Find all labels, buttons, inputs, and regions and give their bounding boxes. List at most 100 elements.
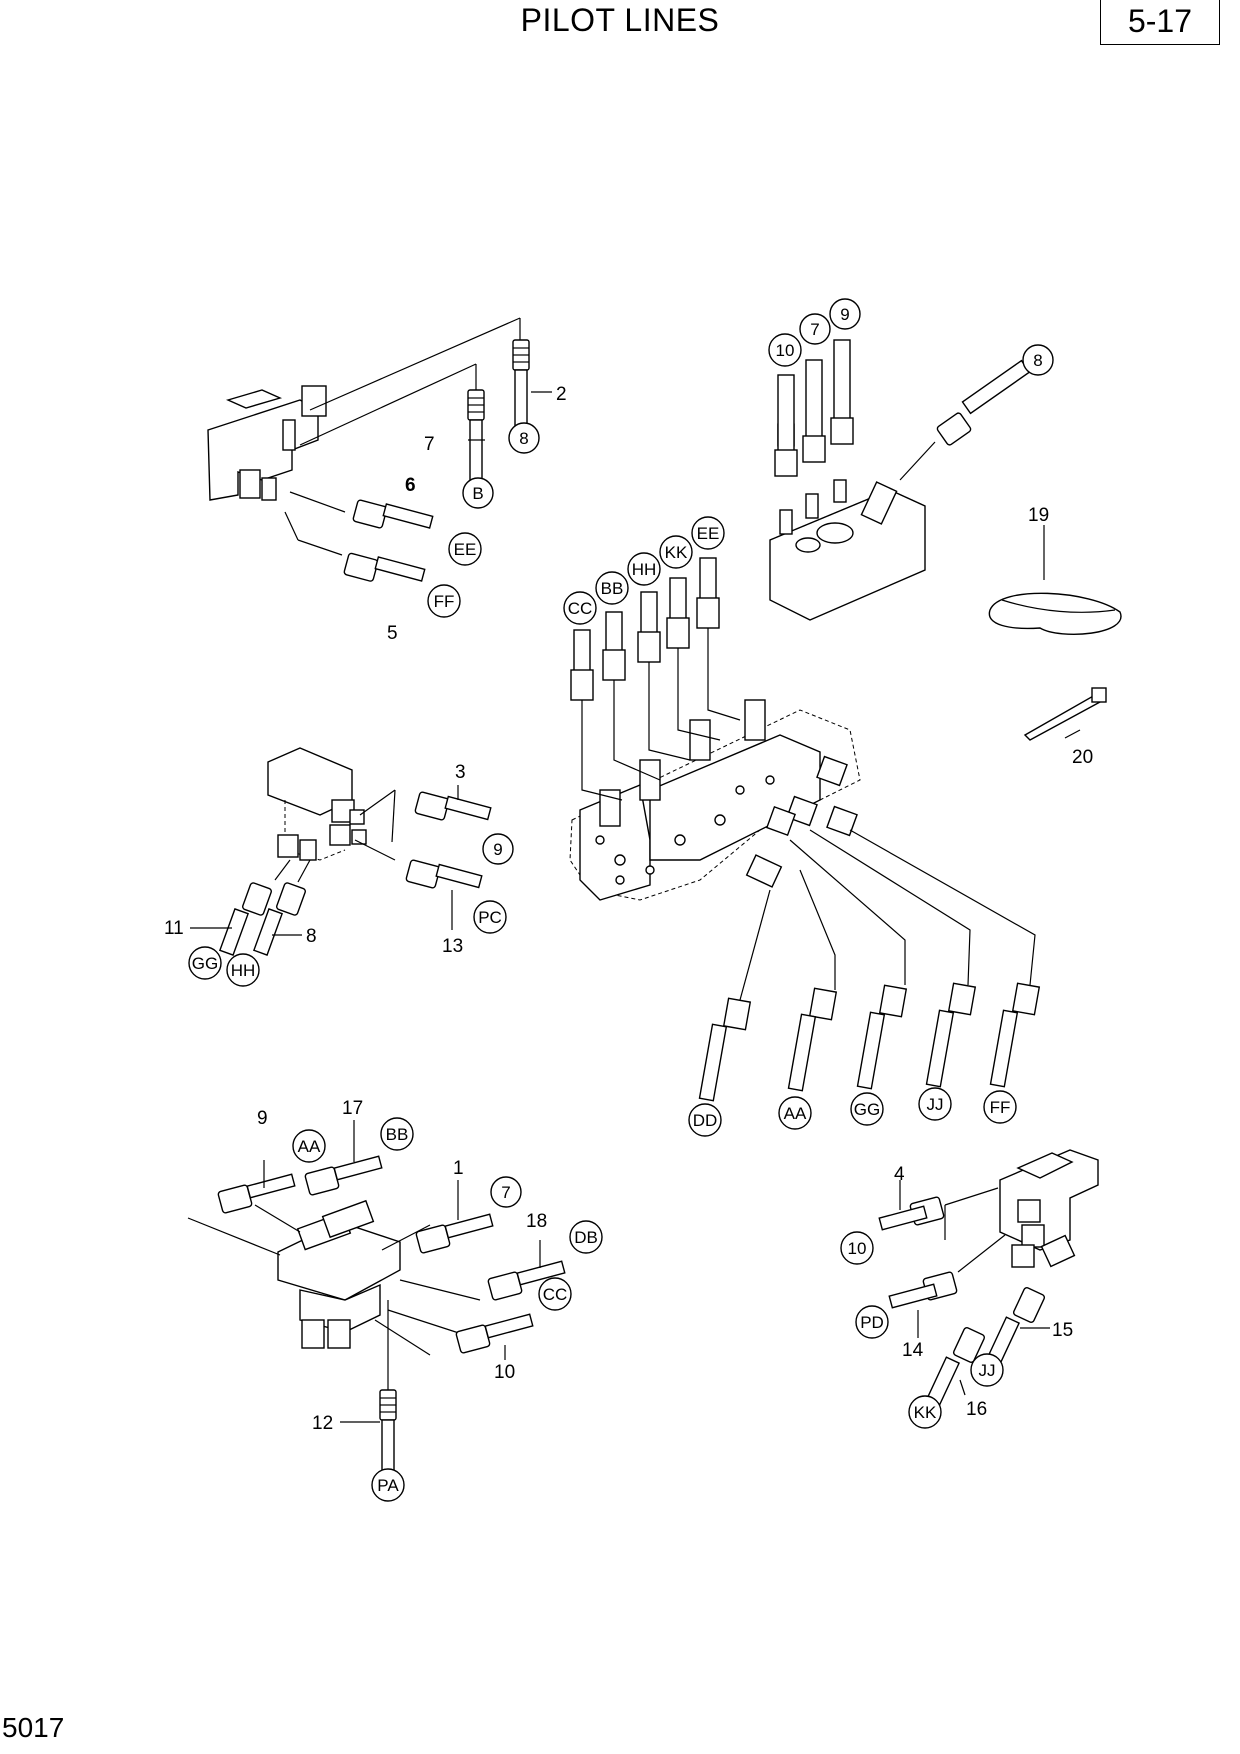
circle-7-upper-right: 7 — [799, 313, 831, 345]
callout-7-upper-left: 7 — [424, 434, 435, 455]
svg-text:CC: CC — [568, 599, 593, 618]
upper-right-valve-block — [769, 479, 926, 621]
circle-pa: PA — [371, 1468, 405, 1502]
svg-text:GG: GG — [854, 1100, 880, 1119]
lower-left-valve-assembly — [187, 1199, 481, 1390]
callout-9-lower: 9 — [257, 1108, 268, 1129]
circle-bb-upper: BB — [595, 571, 629, 605]
pilot-hose-8-left — [253, 882, 306, 956]
circle-ee-upper-left: EE — [448, 532, 482, 566]
svg-text:9: 9 — [840, 305, 849, 324]
circle-10-lower-right: 10 — [840, 1231, 874, 1265]
svg-text:HH: HH — [231, 961, 256, 980]
circle-8-upper-right: 8 — [1022, 344, 1054, 376]
callout-5: 5 — [387, 623, 398, 644]
svg-text:PA: PA — [377, 1476, 399, 1495]
svg-text:AA: AA — [298, 1137, 321, 1156]
pilot-hose-13 — [405, 859, 483, 889]
svg-text:10: 10 — [848, 1239, 867, 1258]
callout-11: 11 — [164, 918, 184, 939]
center-lower-hoses — [698, 829, 1041, 1102]
circle-db: DB — [569, 1220, 603, 1254]
svg-text:CC: CC — [543, 1285, 568, 1304]
pilot-hose-4 — [878, 1196, 945, 1231]
callout-17: 17 — [342, 1098, 363, 1119]
svg-text:7: 7 — [501, 1183, 510, 1202]
main-control-valve — [569, 699, 861, 901]
circle-ff-upper-left: FF — [427, 584, 461, 618]
svg-text:DB: DB — [574, 1228, 598, 1247]
pilot-hose-10-lower — [455, 1313, 534, 1354]
svg-text:PC: PC — [478, 908, 502, 927]
circle-hh-left: HH — [226, 953, 260, 987]
callout-1: 1 — [453, 1158, 464, 1179]
circle-9-upper-right: 9 — [829, 298, 861, 330]
callout-19: 19 — [1028, 505, 1049, 526]
page-reference-box: 5-17 — [1100, 0, 1220, 45]
pilot-hose-15 — [986, 1287, 1046, 1366]
pilot-hose-17 — [304, 1155, 383, 1196]
circle-gg-left: GG — [188, 946, 222, 980]
svg-text:KK: KK — [914, 1403, 937, 1422]
svg-text:EE: EE — [697, 524, 720, 543]
circle-ff-center: FF — [983, 1090, 1017, 1124]
pilot-hose-6 — [352, 499, 434, 529]
svg-text:10: 10 — [776, 341, 795, 360]
callout-3: 3 — [455, 762, 466, 783]
circle-kk-upper: KK — [659, 535, 693, 569]
callout-2: 2 — [556, 384, 567, 405]
page-title: PILOT LINES — [520, 2, 720, 38]
callout-16: 16 — [966, 1399, 987, 1420]
callout-8-left: 8 — [306, 926, 317, 947]
page-code: 5017 — [2, 1712, 65, 1743]
callout-15: 15 — [1052, 1320, 1073, 1341]
svg-text:B: B — [472, 484, 483, 503]
circle-10-upper-right: 10 — [768, 333, 802, 367]
callout-20: 20 — [1072, 747, 1093, 768]
callout-6: 6 — [405, 475, 416, 496]
callout-4: 4 — [894, 1164, 905, 1185]
circle-cc-upper: CC — [563, 591, 597, 625]
svg-text:7: 7 — [810, 320, 819, 339]
circle-cc-lower-left: CC — [538, 1277, 572, 1311]
svg-text:GG: GG — [192, 954, 218, 973]
svg-text:FF: FF — [434, 592, 455, 611]
circle-8-upper-left: 8 — [508, 422, 540, 454]
circle-jj-center: JJ — [918, 1087, 952, 1121]
svg-text:8: 8 — [519, 429, 528, 448]
pilot-hose-18 — [487, 1260, 566, 1301]
circle-pd: PD — [855, 1305, 889, 1339]
lower-right-valve-assembly — [944, 1149, 1099, 1273]
svg-text:9: 9 — [493, 840, 502, 859]
circle-ee-upper: EE — [691, 516, 725, 550]
left-middle-valve-assembly — [267, 747, 396, 883]
svg-text:JJ: JJ — [979, 1361, 996, 1380]
callout-13: 13 — [442, 936, 463, 957]
circle-gg-center: GG — [850, 1092, 884, 1126]
circle-kk-lower-right: KK — [908, 1395, 942, 1429]
callout-10-lower-left: 10 — [494, 1362, 515, 1383]
pilot-hose-14 — [888, 1271, 958, 1309]
circle-bb-lower-left: BB — [380, 1117, 414, 1151]
svg-text:8: 8 — [1033, 351, 1042, 370]
cable-tie-20 — [1023, 687, 1107, 741]
svg-text:HH: HH — [632, 560, 657, 579]
circle-9-left-middle: 9 — [482, 833, 514, 865]
svg-text:EE: EE — [454, 540, 477, 559]
circle-7-lower-left: 7 — [490, 1176, 522, 1208]
pilot-hose-1 — [415, 1213, 494, 1254]
pilot-hose-11 — [219, 882, 272, 956]
circle-aa-center: AA — [778, 1096, 812, 1130]
pilot-hose-8-upper-right — [936, 359, 1031, 446]
callout-14: 14 — [902, 1340, 924, 1361]
pilot-hose-3 — [414, 791, 492, 821]
center-upper-hoses — [570, 557, 741, 801]
svg-text:DD: DD — [693, 1111, 718, 1130]
svg-text:BB: BB — [601, 579, 624, 598]
circle-aa-lower-left: AA — [292, 1129, 326, 1163]
circle-b: B — [462, 477, 494, 509]
svg-text:KK: KK — [665, 543, 688, 562]
